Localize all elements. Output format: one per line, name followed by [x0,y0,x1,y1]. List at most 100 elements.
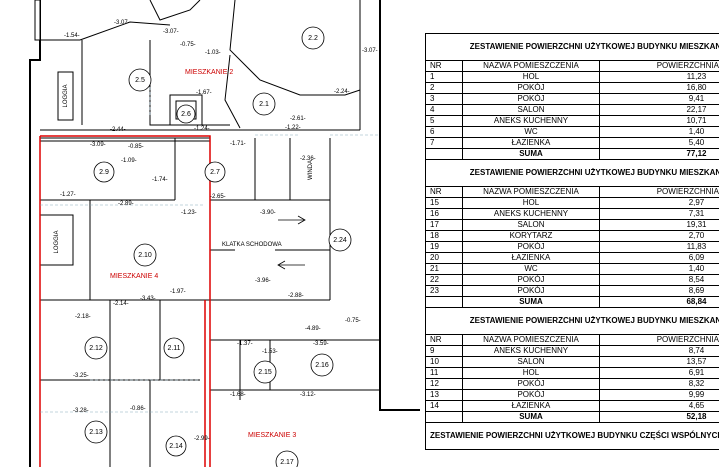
room-number: 10 [425,356,463,368]
room-number: 4 [425,104,463,116]
sum-label: SUMA [462,148,600,160]
room-area: 5,40 [599,137,719,149]
sum-spacer [425,411,463,423]
dimension-label: -3.25- [73,373,89,379]
dimension-label: -3.59- [313,341,329,347]
room-area: 8,69 [599,285,719,297]
column-header-name: NAZWA POMIESZCZENIA [462,334,600,346]
table-title-row: ZESTAWIENIE POWIERZCHNI UŻYTKOWEJ BUDYNK… [425,159,719,187]
room-2-5: 2.5 [135,77,145,84]
room-number: 17 [425,219,463,231]
column-header-nr: NR [425,334,463,346]
sum-spacer [425,148,463,160]
room-name: ŁAZIENKA [462,400,600,412]
room-name: SALON [462,219,600,231]
table-title: ZESTAWIENIE POWIERZCHNI UŻYTKOWEJ BUDYNK… [425,307,719,335]
room-name: HOL [462,197,600,209]
dimension-label: -1.68- [230,392,246,398]
room-2-11: 2.11 [167,345,180,352]
dimension-label: -2.36- [300,156,316,162]
dimension-label: -1.74- [152,177,168,183]
room-area: 8,74 [599,345,719,357]
apartment-3-label: MIESZKANIE 3 [248,432,296,439]
room-name: ŁAZIENKA [462,137,600,149]
dimension-label: -2.18- [75,314,91,320]
room-number: 20 [425,252,463,264]
dimension-label: -4.89- [305,326,321,332]
room-name: KORYTARZ [462,230,600,242]
room-number: 18 [425,230,463,242]
apartment-2-label: MIESZKANIE 2 [185,69,233,76]
room-2-16: 2.16 [315,362,329,369]
room-number: 5 [425,115,463,127]
room-area: 16,80 [599,82,719,94]
room-area: 6,09 [599,252,719,264]
dimension-label: -1.54- [64,33,80,39]
area-tables: ZESTAWIENIE POWIERZCHNI UŻYTKOWEJ BUDYNK… [425,33,719,467]
room-2-15: 2.15 [258,369,272,376]
staircase-label: KLATKA SCHODOWA [222,242,282,248]
room-number: 16 [425,208,463,220]
sum-label: SUMA [462,411,600,423]
sum-value: 68,84 [599,296,719,308]
room-2-1: 2.1 [259,101,269,108]
room-name: POKÓJ [462,274,600,286]
room-area: 8,32 [599,378,719,390]
apartment-4-label: MIESZKANIE 4 [110,273,158,280]
room-number: 19 [425,241,463,253]
room-area: 4,65 [599,400,719,412]
sum-label: SUMA [462,296,600,308]
dimension-label: -3.07- [114,20,130,26]
room-name: HOL [462,367,600,379]
room-area: 11,83 [599,241,719,253]
dimension-label: -2.88- [288,293,304,299]
room-2-13: 2.13 [89,429,103,436]
loggia-label-1: LOGGIA [63,84,69,107]
room-area: 2,97 [599,197,719,209]
room-number: 14 [425,400,463,412]
dimension-label: -1.09- [121,158,137,164]
dimension-label: -3.07- [362,48,378,54]
loggia-label-2: LOGGIA [54,230,60,253]
dimension-label: -3.28- [73,408,89,414]
dimension-label: -1.22- [285,125,301,131]
room-name: ANEKS KUCHENNY [462,115,600,127]
room-number: 7 [425,137,463,149]
room-area: 1,40 [599,263,719,275]
column-header-name: NAZWA POMIESZCZENIA [462,60,600,72]
room-2-14: 2.14 [169,443,183,450]
column-header-name: NAZWA POMIESZCZENIA [462,186,600,198]
room-name: POKÓJ [462,82,600,94]
dimension-label: -1.23- [181,210,197,216]
table-title-row: ZESTAWIENIE POWIERZCHNI UŻYTKOWEJ BUDYNK… [425,33,719,61]
room-number: 22 [425,274,463,286]
room-number: 11 [425,367,463,379]
room-area: 22,17 [599,104,719,116]
room-name: POKÓJ [462,93,600,105]
room-name: WC [462,263,600,275]
room-name: ŁAZIENKA [462,252,600,264]
dimension-label: -0.75- [345,318,361,324]
room-number: 9 [425,345,463,357]
area-table: ZESTAWIENIE POWIERZCHNI UŻYTKOWEJ BUDYNK… [425,33,719,450]
room-area: 19,31 [599,219,719,231]
dimension-label: -1.24- [194,126,210,132]
dimension-label: -0.85- [128,144,144,150]
dimension-label: -2.65- [210,194,226,200]
